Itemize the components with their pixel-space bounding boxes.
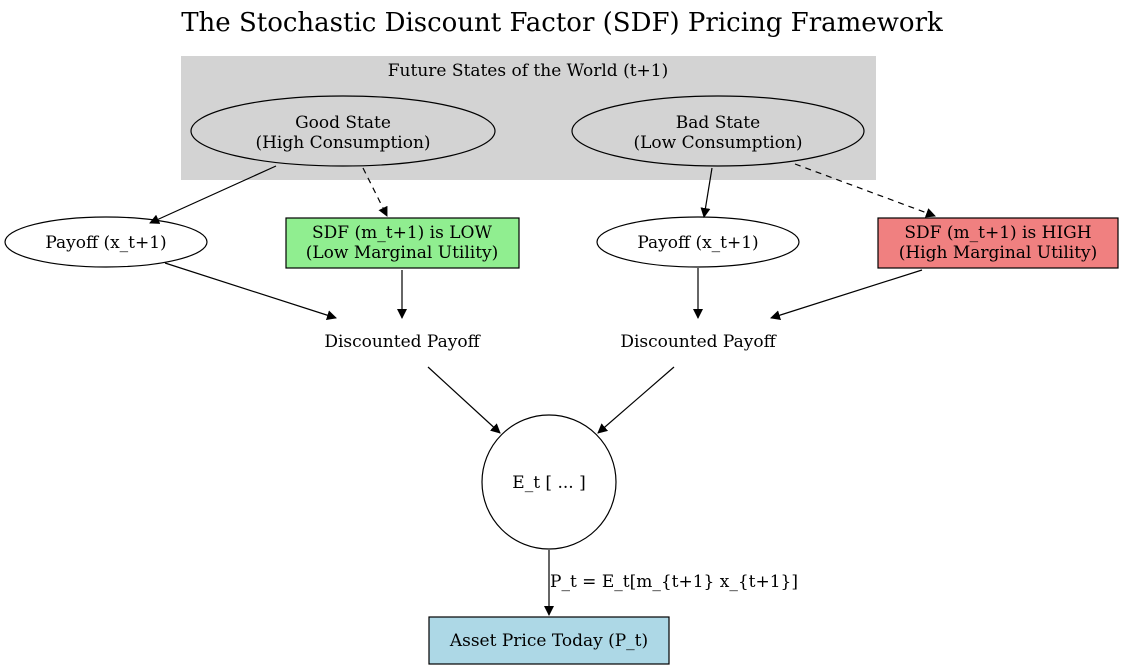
good-state-line1: Good State [295, 113, 391, 133]
edge-sdf-high-to-discounted [770, 269, 923, 321]
asset-price-node: Asset Price Today (P_t) [428, 616, 670, 665]
bad-state-line1: Bad State [676, 113, 760, 133]
edge-payoff-good-to-discounted [164, 262, 337, 321]
edge-discounted-good-to-expectation [427, 366, 501, 434]
cluster-label: Future States of the World (t+1) [388, 61, 668, 81]
sdf-low-line2: (Low Marginal Utility) [306, 243, 499, 263]
discounted-payoff-good-label: Discounted Payoff [324, 332, 481, 352]
diagram-title: The Stochastic Discount Factor (SDF) Pri… [181, 8, 943, 38]
bad-state-node: Bad State (Low Consumption) [571, 95, 865, 167]
edge-bad-to-payoff [700, 167, 713, 218]
edge-good-to-payoff [149, 165, 277, 224]
sdf-low-node: SDF (m_t+1) is LOW (Low Marginal Utility… [285, 217, 520, 269]
payoff-good-label: Payoff (x_t+1) [45, 233, 166, 253]
payoff-bad-label: Payoff (x_t+1) [637, 233, 758, 253]
sdf-high-line1: SDF (m_t+1) is HIGH [904, 223, 1091, 243]
payoff-good-node: Payoff (x_t+1) [4, 216, 208, 268]
good-state-line2: (High Consumption) [255, 133, 430, 153]
discounted-payoff-bad-label: Discounted Payoff [620, 332, 777, 352]
expectation-node: E_t [ ... ] [481, 414, 617, 550]
edge-bad-to-sdf-high [794, 163, 936, 218]
payoff-bad-node: Payoff (x_t+1) [596, 216, 800, 268]
sdf-low-line1: SDF (m_t+1) is LOW [312, 223, 492, 243]
expectation-label: E_t [ ... ] [512, 473, 585, 493]
sdf-high-node: SDF (m_t+1) is HIGH (High Marginal Utili… [877, 217, 1119, 269]
edge-discounted-bad-to-expectation [597, 366, 675, 434]
sdf-high-line2: (High Marginal Utility) [899, 243, 1098, 263]
pricing-equation-label: P_t = E_t[m_{t+1} x_{t+1}] [550, 572, 798, 592]
bad-state-line2: (Low Consumption) [633, 133, 802, 153]
good-state-node: Good State (High Consumption) [190, 95, 496, 167]
edge-good-to-sdf-low [362, 167, 388, 217]
asset-price-label: Asset Price Today (P_t) [449, 631, 648, 651]
